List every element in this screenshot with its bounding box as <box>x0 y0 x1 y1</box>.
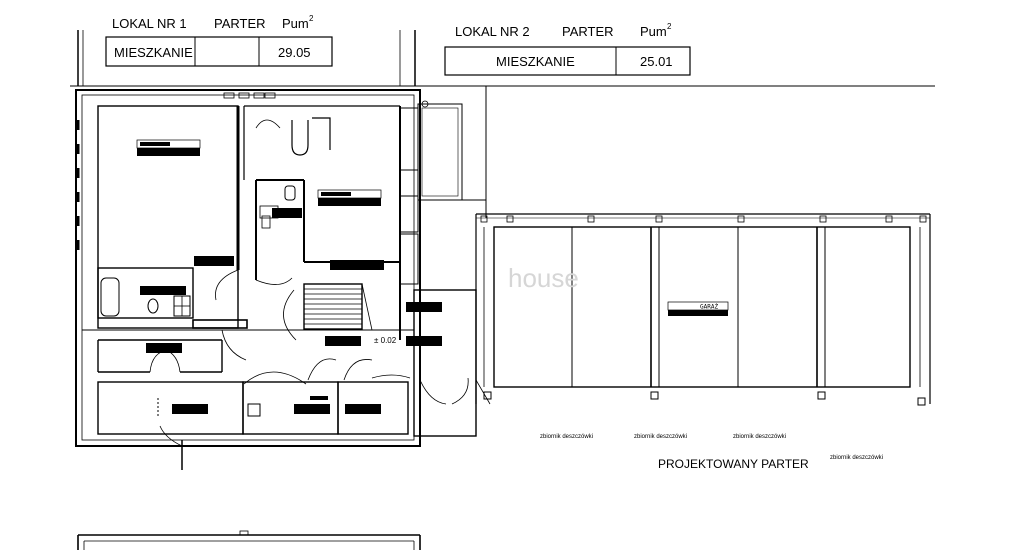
lower-floor-outline <box>77 530 421 550</box>
room-tags <box>136 139 442 414</box>
unit-1-pum-label: Pum <box>282 16 309 31</box>
unit-2-area: 25.01 <box>640 54 673 69</box>
unit-1-floor: PARTER <box>214 16 266 31</box>
room-tag <box>330 260 384 270</box>
rain-tank-label: zbiornik deszczówki <box>733 434 786 440</box>
rain-tank-label: zbiornik deszczówki <box>634 434 687 440</box>
room-tag <box>172 404 208 414</box>
unit-2-pum-sup: 2 <box>667 22 672 31</box>
watermark: house <box>508 263 579 293</box>
room-tag <box>317 189 382 206</box>
room-tag <box>406 336 442 346</box>
unit-1-type: MIESZKANIE <box>114 45 193 60</box>
rain-tank-label: zbiornik deszczówki <box>540 434 593 440</box>
garage-tag: GARAŻ <box>667 301 729 316</box>
room-tag <box>136 139 201 156</box>
unit-1-pum-sup: 2 <box>309 14 314 23</box>
room-tag <box>294 404 330 414</box>
garage-block <box>475 213 931 406</box>
room-tag <box>406 302 442 312</box>
room-tag <box>345 404 381 414</box>
rain-tank-label: zbiornik deszczówki <box>830 455 883 461</box>
unit-1-table: LOKAL NR 1 PARTER Pum 2 MIESZKANIE 29.05 <box>105 14 333 67</box>
unit-2-type: MIESZKANIE <box>496 54 575 69</box>
room-tag <box>325 336 361 346</box>
unit-1-area: 29.05 <box>278 45 311 60</box>
unit-2-table: LOKAL NR 2 PARTER Pum 2 MIESZKANIE 25.01 <box>444 22 691 76</box>
unit-2-lokal: LOKAL NR 2 <box>455 24 530 39</box>
level-mark: ± 0.02 <box>374 336 397 345</box>
unit-2-pum-label: Pum <box>640 24 667 39</box>
garage-tag-label: GARAŻ <box>700 304 718 311</box>
unit-2-floor: PARTER <box>562 24 614 39</box>
building-walls <box>75 89 491 470</box>
unit-1-lokal: LOKAL NR 1 <box>112 16 187 31</box>
room-tag <box>310 396 328 400</box>
room-tag <box>272 208 302 218</box>
upper-wall-lines <box>70 30 935 218</box>
projected-floor-label: PROJEKTOWANY PARTER <box>658 457 809 471</box>
room-tag <box>146 343 182 353</box>
room-tag <box>194 256 234 266</box>
room-tag <box>140 286 186 295</box>
